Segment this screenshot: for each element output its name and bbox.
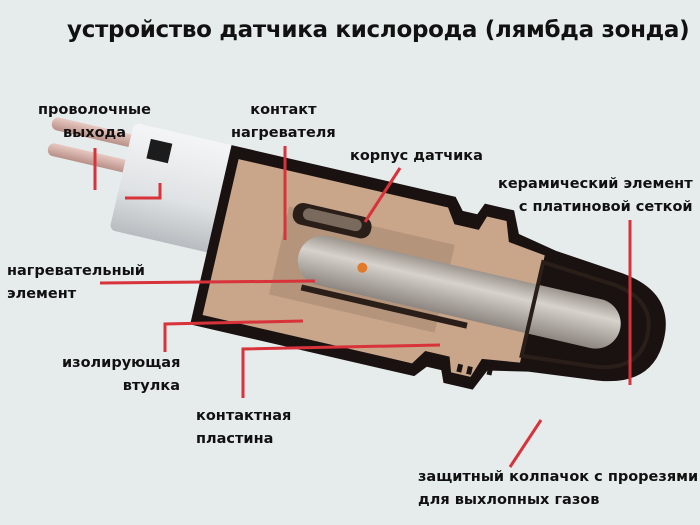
label-line: корпус датчика	[350, 148, 483, 164]
label-line: выхода	[62, 125, 127, 141]
label-line: контактная	[196, 408, 292, 424]
label-sensor-housing: корпус датчика	[350, 145, 483, 168]
label-insulating-sleeve: изолирующая втулка	[62, 352, 180, 398]
label-contact-plate: контактная пластина	[196, 405, 291, 451]
label-wire-outputs: проволочные выхода	[38, 99, 151, 145]
label-line: элемент	[7, 286, 77, 302]
label-line: изолирующая	[62, 355, 181, 371]
leader-contact-plate	[241, 343, 441, 398]
ceramic-element	[297, 235, 621, 349]
page-title: устройство датчика кислорода (лямбда зон…	[67, 17, 690, 43]
label-line: контакт	[250, 102, 317, 118]
label-line: пластина	[196, 431, 274, 447]
label-line: защитный колпачок с прорезями	[418, 469, 699, 485]
leader-sensor-housing	[363, 167, 402, 223]
label-protective-cap: защитный колпачок с прорезями для выхлоп…	[418, 466, 698, 512]
sensor-body	[47, 117, 666, 390]
label-line: с платиновой сеткой	[518, 199, 693, 215]
label-line: проволочные	[38, 102, 151, 118]
leader-insulating-sleeve	[163, 319, 304, 352]
leader-protective-cap	[508, 419, 543, 468]
leader-lines	[93, 146, 632, 468]
label-line: втулка	[122, 378, 180, 394]
leader-wire-outputs-inner	[125, 183, 162, 200]
label-line: керамический элемент	[498, 176, 693, 192]
label-line: нагревателя	[231, 125, 336, 141]
label-ceramic-element: керамический элемент с платиновой сеткой	[498, 173, 693, 219]
label-heating-element: нагревательный элемент	[7, 260, 145, 306]
label-line: нагревательный	[7, 263, 145, 279]
label-line: для выхлопных газов	[418, 492, 600, 508]
label-heater-contact: контакт нагревателя	[231, 99, 336, 145]
leader-heating-element	[99, 279, 316, 285]
